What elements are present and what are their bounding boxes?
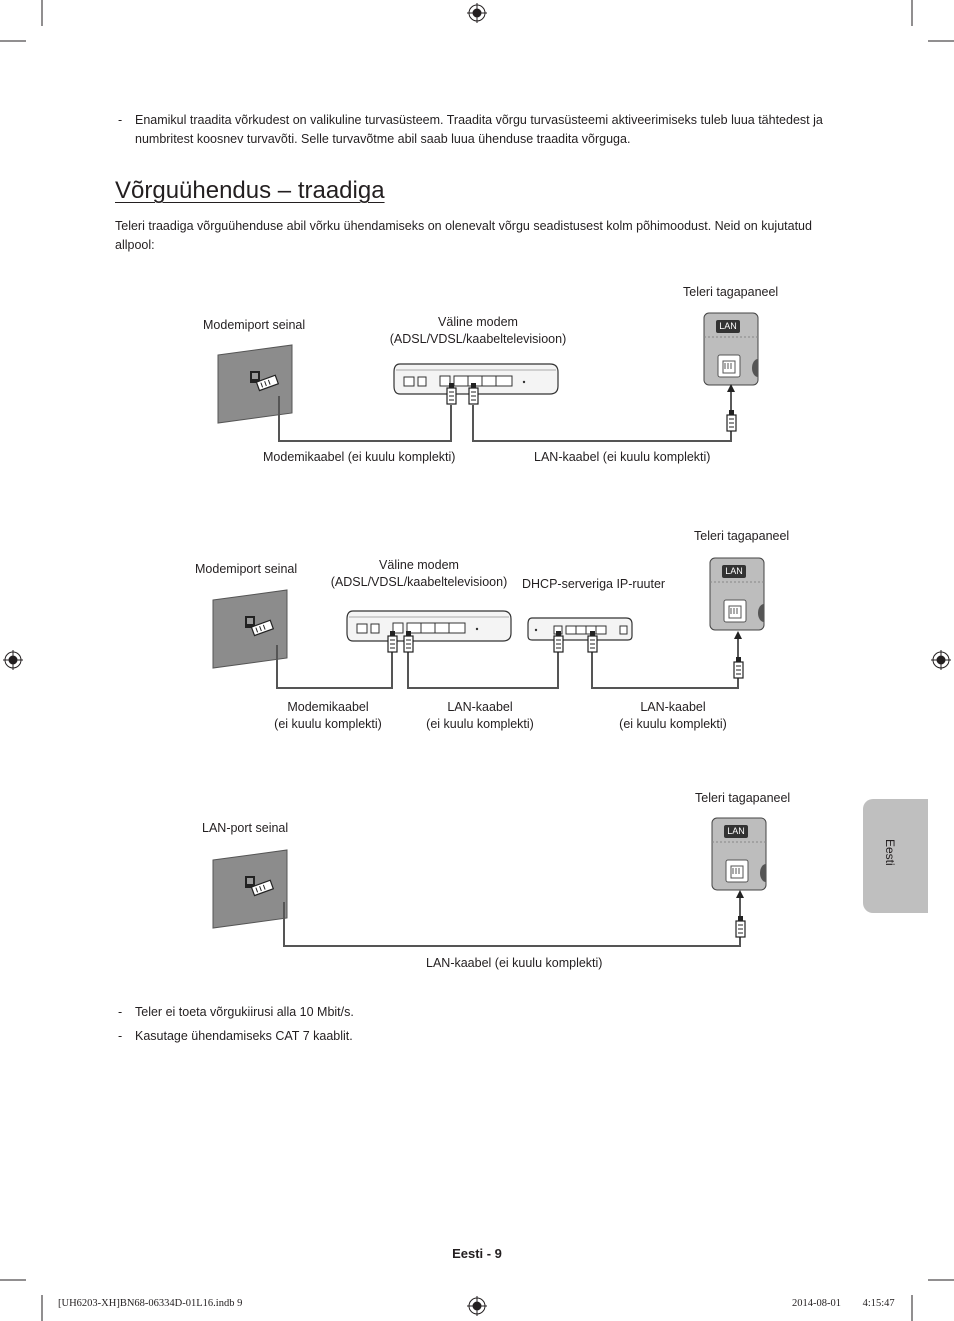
modem-label: Väline modem (ADSL/VDSL/kaabeltelevisioo… — [389, 315, 567, 346]
lan-badge: LAN — [725, 566, 743, 576]
wall-port-icon — [212, 589, 288, 669]
wall-port-label: Modemiport seinal — [195, 562, 298, 576]
imprint-file: [UH6203-XH]BN68-06334D-01L16.indb 9 — [58, 1298, 243, 1309]
lan-cable-label: LAN-kaabel (ei kuulu komplekti) — [426, 956, 603, 970]
wall-port-label: LAN-port seinal — [202, 821, 289, 835]
lan-badge: LAN — [727, 826, 745, 836]
tv-panel-label: Teleri tagapaneel — [694, 529, 790, 543]
section-intro: Teleri traadiga võrguühenduse abil võrku… — [115, 219, 812, 252]
modem-cable-label: Modemikaabel (ei kuulu komplekti) — [263, 450, 456, 464]
note-text: Kasutage ühendamiseks CAT 7 kaablit. — [135, 1029, 353, 1043]
wall-port-icon — [217, 344, 293, 424]
modem-label: Väline modem (ADSL/VDSL/kaabeltelevisioo… — [330, 558, 508, 589]
tv-panel-label: Teleri tagapaneel — [695, 791, 791, 805]
diagram1-graphics — [217, 312, 759, 442]
wall-port-icon — [212, 849, 288, 929]
diagram3-graphics — [212, 817, 767, 947]
language-tab-label: Eesti — [883, 839, 897, 866]
lan-badge: LAN — [719, 321, 737, 331]
lan-cable-label: LAN-kaabel (ei kuulu komplekti) — [534, 450, 711, 464]
router-icon — [527, 617, 633, 641]
lan-cable-label: LAN-kaabel (ei kuulu komplekti) — [426, 700, 534, 731]
modem-cable-label: Modemikaabel (ei kuulu komplekti) — [274, 700, 382, 731]
router-label: DHCP-serveriga IP-ruuter — [522, 577, 666, 591]
note-text: Teler ei toeta võrgukiirusi alla 10 Mbit… — [135, 1005, 354, 1019]
diagram2-graphics — [212, 557, 765, 689]
intro-note-text: Enamikul traadita võrkudest on valikulin… — [135, 113, 823, 146]
modem-icon — [346, 610, 512, 642]
tv-panel-label: Teleri tagapaneel — [683, 285, 779, 299]
section-title: Võrguühendus – traadiga — [115, 177, 385, 204]
imprint-timestamp: 2014-08-01 ￿￿ 4:15:47 — [792, 1298, 895, 1309]
registration-mark-icon — [3, 3, 951, 1316]
lan-cable-label: LAN-kaabel (ei kuulu komplekti) — [619, 700, 727, 731]
page-number: Eesti - 9 — [452, 1246, 502, 1261]
wall-port-label: Modemiport seinal — [203, 318, 306, 332]
language-tab: Eesti — [863, 799, 928, 913]
bullet-dash: - — [118, 113, 123, 127]
